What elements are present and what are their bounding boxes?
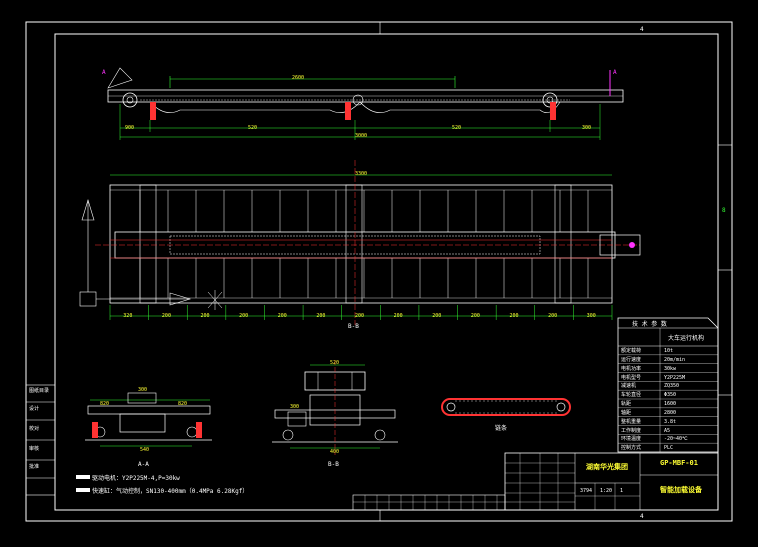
spec-row-value: 1600 (664, 401, 677, 407)
title-drawing-no: GP-MBF-01 (660, 459, 698, 467)
spec-row-value: Φ350 (664, 392, 677, 399)
side-left-dim-2: 820 (178, 401, 188, 407)
plan-dim-0: 320 (123, 313, 133, 319)
top-view (107, 67, 624, 140)
spec-row-key: 整机重量 (621, 418, 642, 425)
spec-row-key: 车轮直径 (621, 392, 642, 399)
side-right-dim-3: 300 (290, 404, 300, 410)
spec-row-key: 电机功率 (621, 365, 642, 372)
title-scale: 1:20 (600, 488, 613, 494)
side-right-label: B-B (328, 461, 339, 468)
left-strip-item: 图纸目录 (29, 388, 50, 394)
side-view-right (272, 360, 398, 455)
title-company: 湖南华光集团 (586, 463, 628, 471)
side-right-dim-2: 400 (330, 449, 340, 455)
chain-view-label: 链条 (495, 425, 508, 432)
spec-table (617, 317, 719, 453)
margin-mark-bottom: 4 (640, 513, 644, 520)
margin-mark-right: 8 (722, 207, 726, 214)
top-view-dim-1: 900 (125, 125, 135, 131)
plan-dim-3: 200 (239, 313, 249, 319)
plan-dim-10: 200 (509, 313, 519, 319)
plan-dim-9: 200 (470, 313, 480, 319)
spec-table-header: 技 术 参 数 (632, 321, 667, 328)
top-view-dim-4: 300 (582, 125, 592, 131)
plan-view-label: B-B (348, 323, 359, 330)
side-left-dim-3: 540 (140, 447, 150, 453)
spec-row-key: 运行速度 (621, 356, 642, 363)
plan-view (79, 160, 641, 325)
side-right-dim-1: 520 (330, 360, 340, 366)
spec-row-value: 30kw (664, 365, 677, 372)
section-marker-a-left: A (102, 69, 106, 76)
title-name: 智能加载设备 (660, 486, 702, 494)
spec-row-key: 轴距 (621, 409, 632, 416)
title-block (352, 452, 719, 511)
spec-row-key: 控制方式 (621, 445, 642, 452)
spec-row-value: 20m/min (664, 356, 686, 363)
plan-dim-8: 200 (432, 313, 442, 319)
spec-row-key: 轨距 (621, 401, 632, 407)
top-view-dim-2: 520 (248, 125, 258, 131)
plan-dim-7: 200 (393, 313, 403, 319)
section-marker-a-right: A (613, 69, 617, 76)
note-line-2: 快速缸：气动控制，SN130-400mm（0.4MPa 6.28Kgf） (92, 488, 249, 495)
top-view-overall-dim: 3000 (355, 133, 368, 139)
plan-dim-2: 200 (200, 313, 210, 319)
side-left-dim-1: 820 (100, 401, 110, 407)
spec-row-key: 工作制度 (621, 427, 642, 434)
margin-mark-top: 4 (640, 26, 644, 33)
title-sheet: 1 (620, 488, 624, 494)
top-view-dim-3: 520 (452, 125, 462, 131)
spec-row-value: ZQ350 (664, 383, 680, 390)
side-left-label: A-A (138, 461, 149, 468)
spec-row-key: 额定载荷 (621, 348, 642, 354)
spec-row-value: A5 (664, 427, 671, 434)
spec-row-value: -20~40℃ (664, 436, 688, 443)
plan-dim-12: 300 (586, 313, 596, 319)
left-strip-item: 校对 (29, 426, 40, 432)
plan-dim-4: 200 (277, 313, 287, 319)
plan-dim-11: 200 (548, 313, 558, 319)
spec-row-value: 10t (664, 348, 674, 354)
title-weight: 3794 (580, 488, 593, 494)
top-view-top-dim: 2600 (292, 75, 305, 81)
plan-dim-1: 200 (161, 313, 171, 319)
left-strip-item: 批准 (29, 464, 40, 470)
left-strip-table (25, 384, 56, 496)
spec-table-subtitle: 大车运行机构 (668, 335, 705, 342)
chain-view (441, 398, 571, 416)
spec-row-value: 3.8t (664, 418, 677, 425)
spec-row-key: 减速机 (621, 383, 637, 390)
plan-view-overall-dim: 3300 (355, 171, 368, 177)
spec-row-value: 2800 (664, 409, 677, 416)
side-view-left (85, 392, 212, 447)
side-left-dim-4: 300 (138, 387, 148, 393)
spec-row-value: Y2P225M (664, 374, 686, 381)
left-strip-item: 审核 (29, 446, 40, 452)
plan-dim-5: 200 (316, 313, 326, 319)
plan-dim-6: 200 (355, 313, 365, 319)
outer-frame (25, 21, 733, 522)
left-strip-item: 设计 (29, 406, 40, 412)
spec-row-value: PLC (664, 445, 674, 452)
spec-row-key: 电机型号 (621, 374, 642, 381)
note-line-1: 驱动电机：Y2P225M-4,P=30kw (92, 475, 180, 482)
spec-row-key: 环境温度 (621, 436, 642, 443)
